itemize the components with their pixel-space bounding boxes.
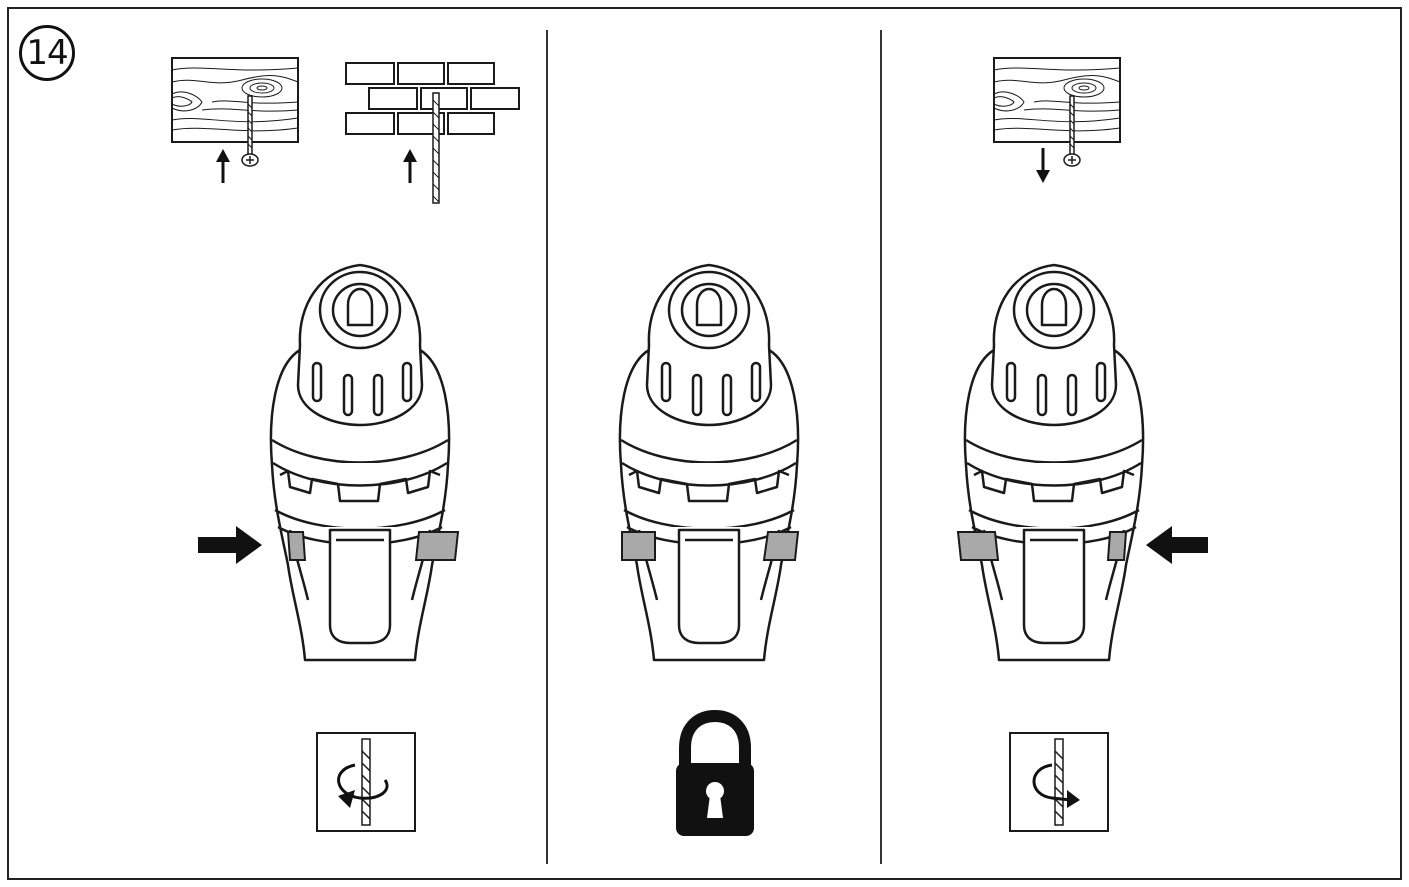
panel-divider-right xyxy=(880,30,882,864)
brick-drill-bit-up-icon xyxy=(345,62,520,204)
drill-front-view-icon xyxy=(618,263,800,662)
push-arrow-left-icon xyxy=(1146,526,1208,564)
padlock-icon xyxy=(676,709,754,836)
step-number-badge: 14 xyxy=(19,25,75,81)
forward-rotation-icon xyxy=(316,732,416,832)
drill-front-view-icon xyxy=(963,263,1145,662)
push-arrow-right-icon xyxy=(198,526,262,564)
wood-screw-down-icon xyxy=(993,57,1121,183)
direction-selector xyxy=(286,531,460,561)
reverse-rotation-icon xyxy=(1009,732,1109,832)
direction-selector xyxy=(956,531,1128,561)
drill-front-view-icon xyxy=(269,263,451,662)
figure-frame xyxy=(7,7,1402,880)
panel-divider-left xyxy=(546,30,548,864)
wood-screw-up-icon xyxy=(171,57,299,183)
direction-selector xyxy=(621,531,800,561)
